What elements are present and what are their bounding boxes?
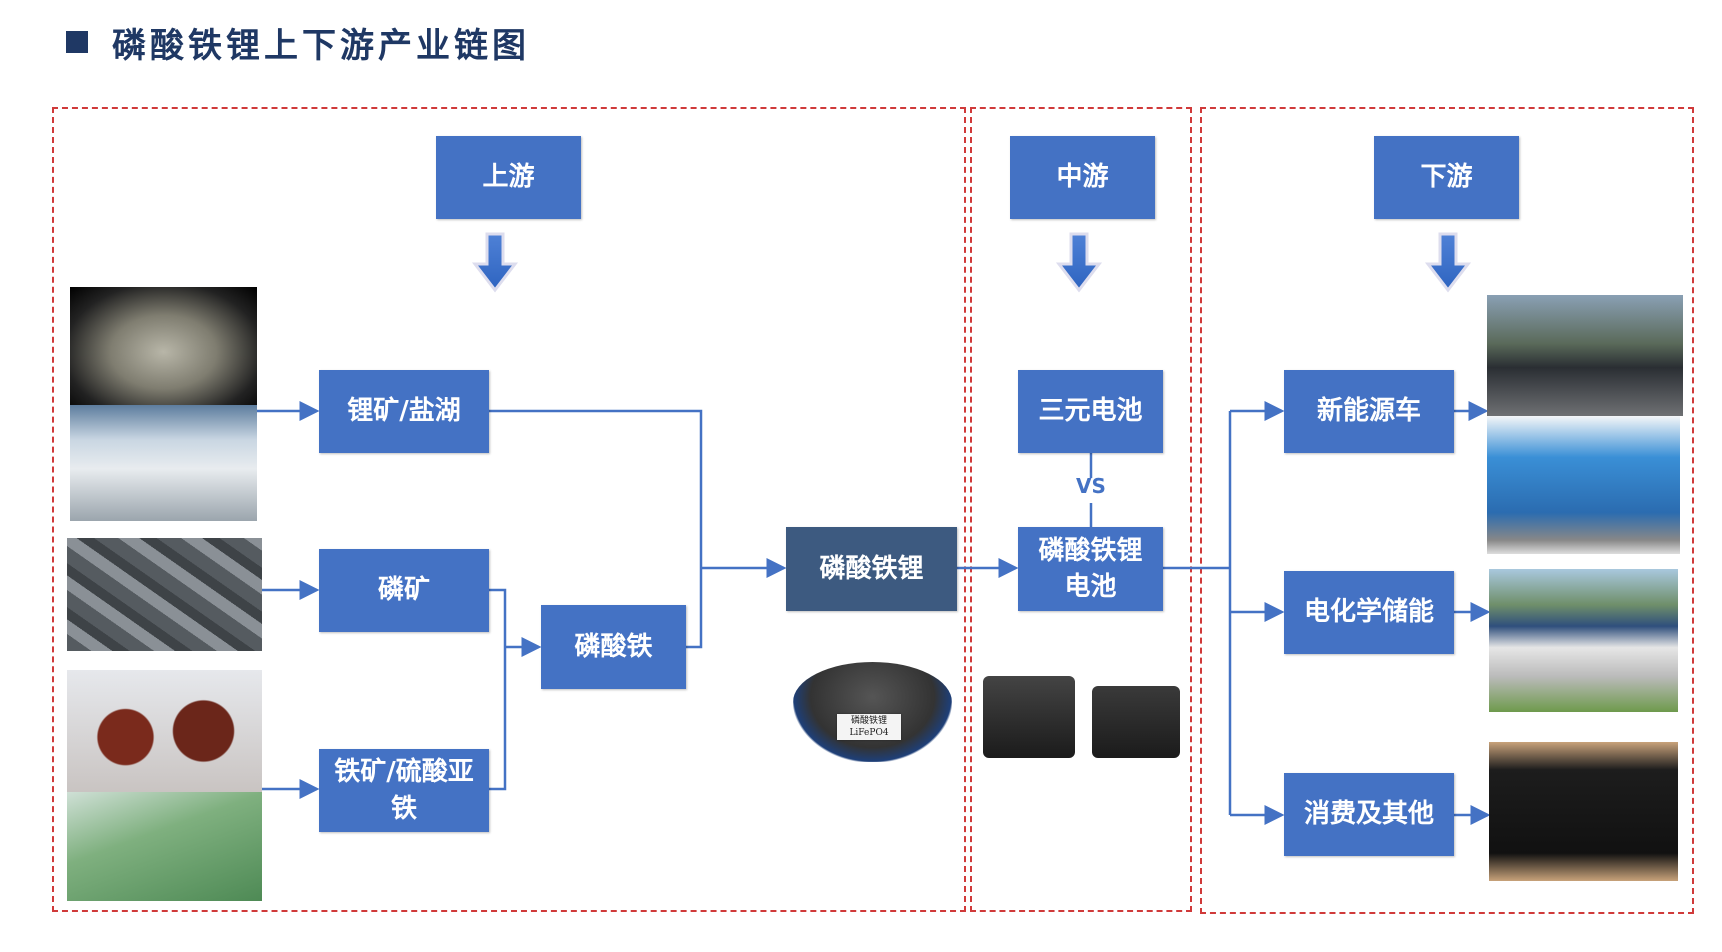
phosphate-ore-box: 磷矿 [319,549,489,632]
salt-lake-image [70,405,257,521]
lfp-battery-box: 磷酸铁锂电池 [1018,527,1163,611]
vs-label: VS [1076,474,1106,498]
upstream-zone [52,107,966,912]
bus-image [1487,416,1680,554]
lfp-powder-image [793,662,952,762]
lithium-rock-image [70,287,257,405]
lithium-ore-box: 锂矿/盐湖 [319,370,489,453]
phosphate-rock-image [67,538,262,651]
powder-label: 磷酸铁锂 LiFePO4 [837,714,901,740]
midstream-header: 中游 [1010,136,1155,219]
battery-image-2 [1092,686,1180,758]
ferrous-sulfate-image [67,792,262,901]
down-arrow-icon-midstream [1055,232,1103,293]
title-square-icon [66,31,88,53]
midstream-zone [970,107,1192,912]
consumer-device-image [1489,742,1678,881]
down-arrow-icon-upstream [471,232,519,293]
iron-ore-box: 铁矿/硫酸亚铁 [319,749,489,832]
line-phosphate-iron [489,588,507,791]
energy-storage-image [1489,569,1678,712]
ev-car-image [1487,295,1683,416]
downstream-header: 下游 [1374,136,1519,219]
downstream-zone [1200,107,1694,914]
ternary-battery-box: 三元电池 [1018,370,1163,453]
page-title: 磷酸铁锂上下游产业链图 [112,26,530,66]
consumer-box: 消费及其他 [1284,773,1454,856]
iron-phosphate-box: 磷酸铁 [541,605,686,689]
battery-image-1 [983,676,1075,758]
ev-box: 新能源车 [1284,370,1454,453]
line-lithium-to-lfp [489,409,703,649]
storage-box: 电化学储能 [1284,571,1454,654]
iron-ore-image [67,670,262,792]
lfp-box: 磷酸铁锂 [786,527,957,611]
upstream-header: 上游 [436,136,581,219]
down-arrow-icon-downstream [1424,232,1472,293]
